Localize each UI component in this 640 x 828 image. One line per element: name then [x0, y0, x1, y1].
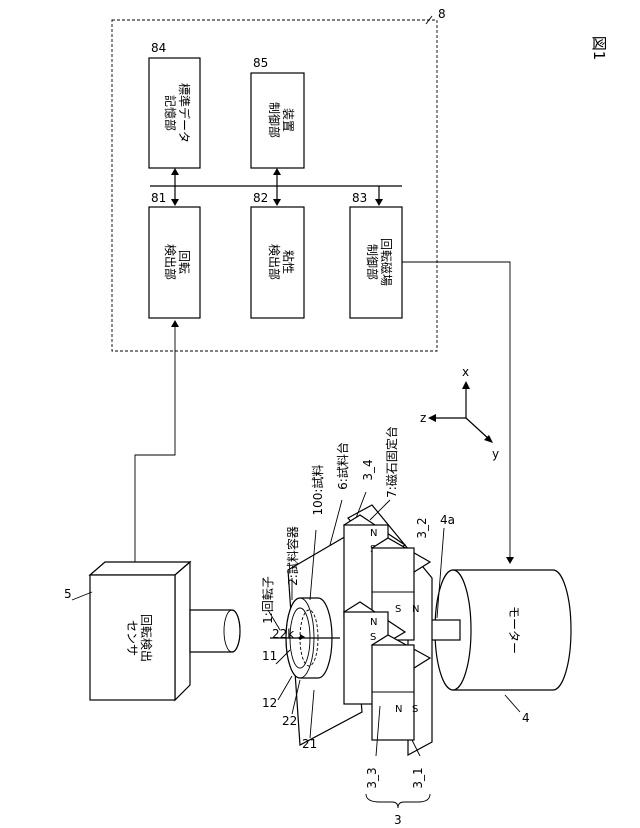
motor: モーター 4 4a: [430, 513, 571, 725]
block-85-line2: 制御部: [267, 102, 282, 138]
block-84-ref: 84: [151, 41, 166, 55]
sensor-ref: 5: [64, 587, 72, 601]
block-rotating-field-control: 回転磁場 制御部 83: [350, 191, 402, 318]
rotation-detection-sensor: 回転検出 センサ 5: [64, 562, 240, 700]
block-83-line2: 制御部: [365, 244, 380, 280]
block-82-ref: 82: [253, 191, 268, 205]
label-ref-3-2: 3_2: [415, 517, 429, 538]
block-81-line1: 回転: [177, 250, 191, 274]
label-ref-3: 3: [394, 813, 402, 827]
label-rotor: 1:回転子: [261, 576, 275, 624]
axis-y: y: [492, 447, 499, 461]
block-device-control: 装置 制御部 85: [251, 56, 304, 168]
label-container: 2:試料容器: [285, 526, 300, 586]
label-sample: 100:試料: [310, 465, 325, 516]
motor-ref: 4: [522, 711, 530, 725]
sensor-signal-line: [135, 322, 175, 565]
sensor-line1: 回転検出: [139, 614, 153, 662]
label-ref-22: 22: [282, 714, 297, 728]
label-ref-11: 11: [262, 649, 277, 663]
label-ref-22k: 22k: [272, 627, 294, 641]
figure-label: 図1: [590, 36, 608, 61]
axis-z: z: [420, 411, 426, 425]
block-rotation-detection: 回転 検出部 81: [149, 191, 200, 318]
block-83-line1: 回転磁場: [379, 238, 394, 286]
coordinate-axes: x z y: [420, 365, 499, 461]
block-standard-data-storage: 標準データ 記憶部 84: [149, 41, 200, 168]
magnet-3-2-s: S: [395, 604, 401, 615]
block-85-line1: 装置: [281, 108, 295, 132]
axis-x: x: [462, 365, 469, 379]
block-82-line1: 粘性: [281, 250, 296, 274]
magnet-3-1-n: N: [395, 704, 402, 715]
sensor-line2: センサ: [125, 620, 139, 656]
label-ref-3-4: 3_4: [361, 459, 375, 480]
label-ref-21: 21: [302, 737, 317, 751]
controller-ref: 8: [438, 7, 446, 21]
motor-label: モーター: [507, 606, 521, 654]
motor-control-line: [402, 262, 510, 562]
block-83-ref: 83: [352, 191, 367, 205]
magnet-3-3-n: N: [370, 617, 377, 628]
motor-shaft-ref: 4a: [440, 513, 455, 527]
block-viscosity-detection: 粘性 検出部 82: [251, 191, 304, 318]
label-ref-3-1: 3_1: [411, 767, 425, 788]
block-81-ref: 81: [151, 191, 166, 205]
block-85-ref: 85: [253, 56, 268, 70]
block-81-line2: 検出部: [163, 244, 178, 280]
block-82-line2: 検出部: [267, 244, 282, 280]
magnet-3-1-s: S: [412, 704, 418, 715]
magnet-3-3-s: S: [370, 632, 376, 643]
magnet-3-4-n: N: [370, 528, 377, 539]
block-84-line1: 標準データ: [177, 83, 192, 143]
block-84-line2: 記憶部: [163, 95, 178, 131]
label-ref-12: 12: [262, 696, 277, 710]
label-stage: 6:試料台: [335, 442, 350, 490]
label-magnet-mount: 7:磁石固定台: [384, 426, 399, 498]
magnet-3-2-n: N: [412, 604, 419, 615]
label-ref-3-3: 3_3: [365, 767, 379, 788]
